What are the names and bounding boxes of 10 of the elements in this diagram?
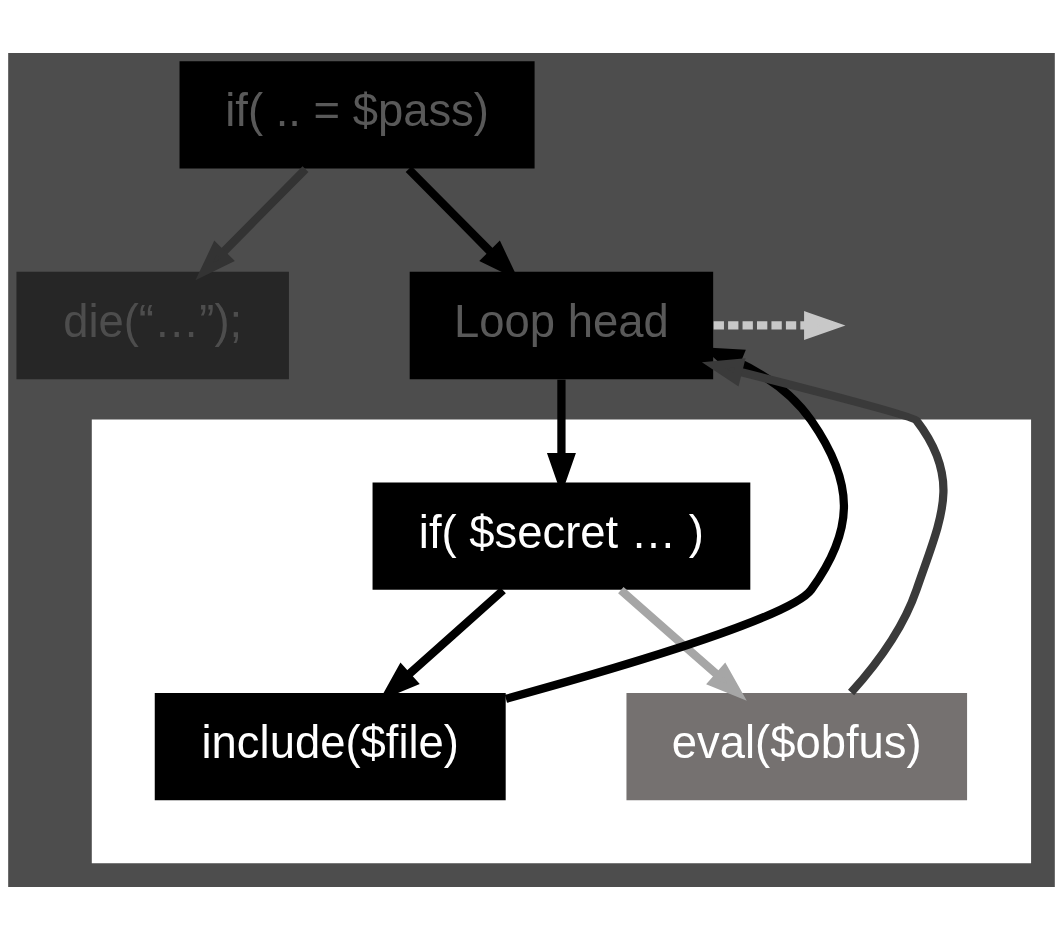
arrow [701,358,948,696]
cluster [91,419,1032,864]
arrow [618,587,747,701]
node-box: include($file) [154,692,506,801]
node-box: if( .. = $pass) [179,61,535,169]
node-box: Loop head [409,271,714,380]
arrow [195,166,309,281]
arrow [713,311,846,340]
node-box: eval($obfus) [626,692,968,801]
node-box: if( $secret … ) [372,482,751,590]
